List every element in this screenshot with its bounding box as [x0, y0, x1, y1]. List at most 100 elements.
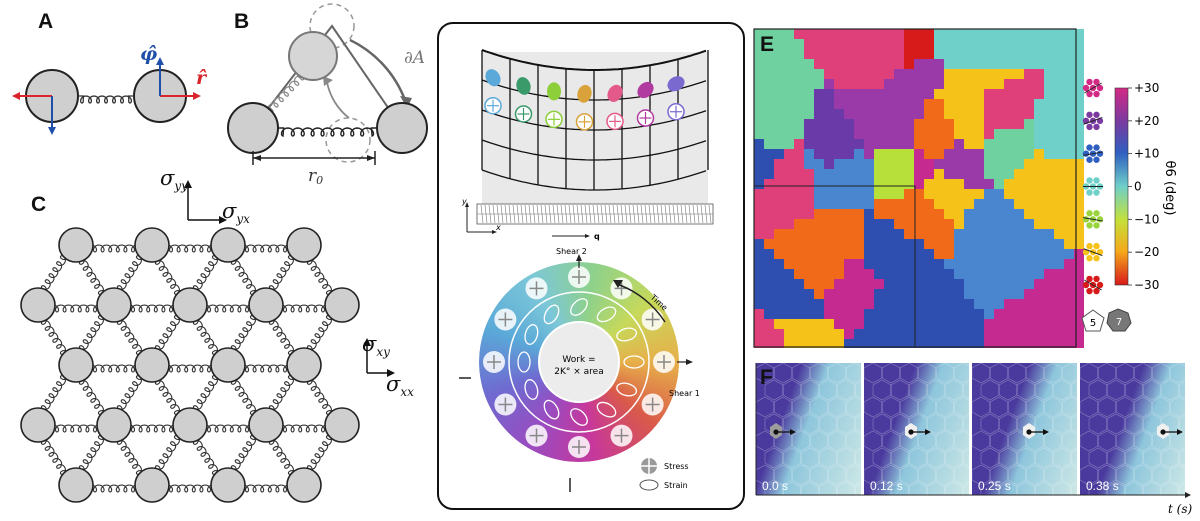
- panel-b-rotation: r0 ∂A: [227, 3, 428, 185]
- ghost-bead-top: [309, 3, 355, 49]
- mesh-lines: [477, 204, 713, 224]
- colorbar-ticks: +30+20+100−10−20−30: [1128, 81, 1159, 292]
- pentagon-icon: [1081, 309, 1105, 332]
- shear1-label: Shear 1: [669, 389, 700, 398]
- heptagon-icon: [1106, 308, 1132, 332]
- bead: [20, 287, 56, 323]
- orientation-dot: [1093, 189, 1100, 196]
- strain-ellipse: [577, 84, 592, 103]
- orientation-dot: [1093, 275, 1100, 283]
- orientation-dot: [1082, 150, 1090, 157]
- orientation-dot: [1096, 150, 1104, 157]
- panel-label-c: C: [31, 193, 47, 216]
- colorbar-tick-label: +30: [1134, 81, 1159, 95]
- orientation-dot: [1082, 216, 1090, 223]
- colorbar-tick-label: +10: [1134, 147, 1159, 161]
- orientation-dot: [1093, 90, 1100, 98]
- work-line1: Work =: [562, 355, 595, 365]
- strain-ellipse: [596, 401, 617, 418]
- orientation-dot: [1086, 275, 1093, 283]
- orientation-dot: [1086, 242, 1093, 250]
- zoom-box: [754, 185, 916, 346]
- orientation-dot: [1093, 177, 1100, 184]
- ghost-bead-bottom: [325, 117, 371, 163]
- frame-time-label: 0.12 s: [870, 479, 903, 493]
- orientation-dot: [1086, 255, 1093, 262]
- colorbar-tick-label: −20: [1134, 245, 1159, 259]
- time-axis-label: t (s): [1168, 502, 1192, 516]
- orientation-dot: [1086, 78, 1093, 86]
- orientation-dot: [1093, 123, 1100, 131]
- strain-ellipse: [570, 408, 588, 426]
- colorbar-tick-label: +20: [1134, 114, 1159, 128]
- orientation-dot: [1082, 281, 1090, 289]
- bead: [134, 227, 170, 263]
- orientation-line: [1084, 279, 1102, 291]
- orientation-dot: [1086, 111, 1093, 118]
- sigma-xy-label: σxy: [362, 332, 390, 359]
- snapshot-frame: 0.25 s: [972, 363, 1077, 495]
- bead-left: [227, 102, 279, 154]
- strain-ellipse: [667, 76, 685, 92]
- strain-legend-glyph: [639, 479, 659, 491]
- phi-hat-label: φ̂: [140, 43, 157, 65]
- colorbar-title: θ6 (deg): [1162, 160, 1177, 215]
- bead: [58, 227, 94, 263]
- bead: [20, 407, 56, 443]
- bead: [210, 347, 246, 383]
- orientation-dot: [1086, 189, 1093, 196]
- stress-legend-glyph: [639, 456, 659, 476]
- inner-ring-border: [508, 291, 650, 433]
- colorbar-tick-label: 0: [1134, 180, 1142, 194]
- panel-a-dimer: φ̂ r̂: [12, 43, 208, 135]
- colorbar: [1114, 87, 1129, 286]
- bead: [172, 407, 208, 443]
- bead: [210, 467, 246, 503]
- orientation-dot: [1086, 177, 1093, 184]
- orientation-dot: [1086, 123, 1093, 131]
- orientation-dot: [1086, 156, 1093, 163]
- panel-e-orientation-map: +30+20+100−10−20−30 θ6 (deg) 5 7: [753, 28, 1177, 348]
- panel-label-e: E: [760, 33, 775, 56]
- orientation-map: [754, 29, 1084, 348]
- panel-label-a: A: [38, 10, 54, 33]
- panel-c-lattice: σyy σyx σxy σxx: [20, 166, 414, 503]
- defect-5-label: 5: [1090, 318, 1096, 329]
- strain-ellipse: [637, 81, 654, 99]
- ring-glyphs: [483, 266, 675, 458]
- snapshot-frame: 0.12 s: [864, 363, 969, 495]
- grid-background: [482, 52, 708, 212]
- strain-ellipse: [543, 304, 560, 325]
- orientation-line: [1083, 217, 1103, 222]
- orientation-dot: [1096, 216, 1104, 223]
- spring-a: [78, 95, 134, 104]
- partial-a-label: ∂A: [404, 48, 425, 68]
- colorbar-tick-label: −30: [1134, 278, 1159, 292]
- orientation-dot: [1082, 84, 1090, 92]
- orientation-line: [1083, 151, 1103, 156]
- bead: [324, 407, 360, 443]
- bead: [58, 347, 94, 383]
- work-line2: 2K° × area: [554, 367, 603, 377]
- orientation-dot: [1086, 144, 1093, 151]
- frame-time-label: 0.0 s: [762, 479, 789, 493]
- time-arrow: [616, 283, 666, 323]
- orientation-dot: [1093, 156, 1100, 163]
- orientation-line: [1084, 82, 1102, 94]
- r0-label: r0: [308, 166, 323, 185]
- orientation-dot: [1093, 255, 1100, 262]
- orientation-dot: [1093, 144, 1100, 151]
- bead: [248, 407, 284, 443]
- grid-line: [481, 169, 707, 191]
- strain-ellipses-row: [484, 69, 685, 131]
- bead: [96, 287, 132, 323]
- bead: [286, 467, 322, 503]
- orientation-line: [1083, 248, 1103, 257]
- frame-time-label: 0.25 s: [978, 479, 1011, 493]
- axis-x-label: x: [495, 223, 501, 232]
- orientation-glyphs: [1082, 78, 1104, 295]
- rotation-arms: [252, 24, 403, 129]
- orientation-dot: [1093, 78, 1100, 86]
- orientation-dot: [1093, 242, 1100, 250]
- defect-dot: [1160, 429, 1166, 435]
